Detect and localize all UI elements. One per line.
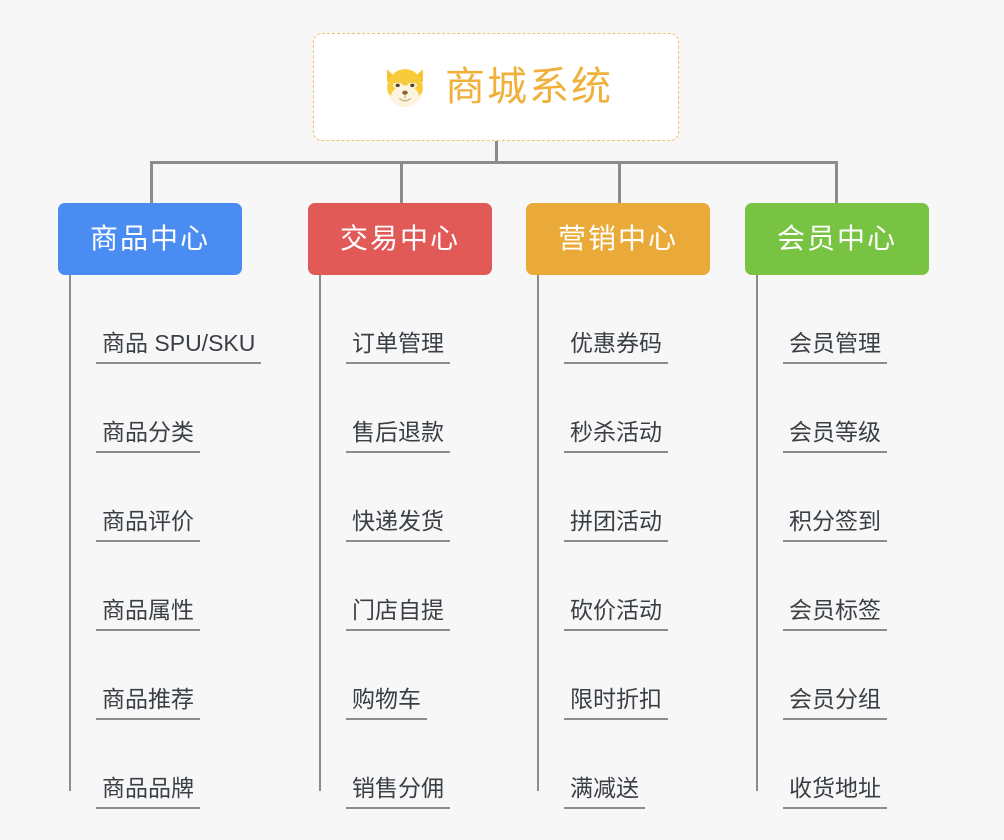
leaf-list: 订单管理售后退款快递发货门店自提购物车销售分佣 (308, 275, 492, 809)
category-box[interactable]: 会员中心 (745, 203, 929, 275)
leaf-list: 会员管理会员等级积分签到会员标签会员分组收货地址 (745, 275, 929, 809)
leaf-item-label: 商品分类 (96, 419, 200, 453)
leaf-item-label: 秒杀活动 (564, 419, 668, 453)
category-box[interactable]: 营销中心 (526, 203, 710, 275)
leaf-item[interactable]: 优惠券码 (538, 275, 710, 364)
category-label: 会员中心 (776, 223, 897, 254)
leaf-item[interactable]: 售后退款 (320, 364, 492, 453)
leaf-rail (537, 275, 539, 791)
leaf-item-label: 快递发货 (346, 508, 450, 542)
root-node[interactable]: 商城系统 (313, 33, 679, 141)
branch-column: 营销中心优惠券码秒杀活动拼团活动砍价活动限时折扣满减送 (526, 203, 710, 809)
leaf-list: 商品 SPU/SKU 商品分类商品评价商品属性商品推荐商品品牌 (58, 275, 262, 809)
leaf-item-label: 砍价活动 (564, 597, 668, 631)
leaf-item[interactable]: 商品属性 (70, 542, 261, 631)
category-box[interactable]: 交易中心 (308, 203, 492, 275)
connector-drop-3 (618, 161, 621, 206)
leaf-item[interactable]: 拼团活动 (538, 453, 710, 542)
branch-column: 会员中心会员管理会员等级积分签到会员标签会员分组收货地址 (745, 203, 929, 809)
leaf-item-label: 售后退款 (346, 419, 450, 453)
leaf-item-label: 会员标签 (783, 597, 887, 631)
leaf-item-label: 会员分组 (783, 686, 887, 720)
leaf-item-label: 销售分佣 (346, 775, 450, 809)
leaf-item-label: 会员管理 (783, 330, 887, 364)
leaf-item[interactable]: 快递发货 (320, 453, 492, 542)
leaf-item[interactable]: 门店自提 (320, 542, 492, 631)
leaf-item-label: 商品品牌 (96, 775, 200, 809)
category-label: 商品中心 (89, 223, 210, 254)
leaf-rail (756, 275, 758, 791)
category-label: 交易中心 (339, 223, 460, 254)
dog-face-icon (387, 69, 423, 108)
category-label: 营销中心 (557, 223, 678, 254)
category-box[interactable]: 商品中心 (58, 203, 242, 275)
leaf-item[interactable]: 积分签到 (757, 453, 929, 542)
leaf-list: 优惠券码秒杀活动拼团活动砍价活动限时折扣满减送 (526, 275, 710, 809)
leaf-item[interactable]: 商品评价 (70, 453, 261, 542)
leaf-item[interactable]: 订单管理 (320, 275, 492, 364)
leaf-rail (319, 275, 321, 791)
leaf-item-label: 商品推荐 (96, 686, 200, 720)
leaf-item[interactable]: 商品 SPU/SKU (70, 275, 262, 364)
root-title: 商城系统 (445, 65, 613, 109)
leaf-item-label: 会员等级 (783, 419, 887, 453)
connector-drop-4 (835, 161, 838, 206)
leaf-item[interactable]: 会员标签 (757, 542, 929, 631)
leaf-item-label: 门店自提 (346, 597, 450, 631)
leaf-item-label: 商品属性 (96, 597, 200, 631)
leaf-item[interactable]: 商品推荐 (70, 631, 261, 720)
leaf-rail (69, 275, 71, 791)
leaf-item[interactable]: 商品品牌 (70, 720, 261, 809)
leaf-item[interactable]: 满减送 (538, 720, 710, 809)
leaf-item-label: 满减送 (564, 775, 645, 809)
leaf-item-label: 拼团活动 (564, 508, 668, 542)
connector-drop-1 (150, 161, 153, 206)
leaf-item-label: 订单管理 (346, 330, 450, 364)
connector-horizontal-bus (150, 161, 838, 164)
leaf-item[interactable]: 会员等级 (757, 364, 929, 453)
leaf-item[interactable]: 会员管理 (757, 275, 929, 364)
leaf-item[interactable]: 购物车 (320, 631, 492, 720)
leaf-item[interactable]: 商品分类 (70, 364, 261, 453)
leaf-item[interactable]: 会员分组 (757, 631, 929, 720)
leaf-item[interactable]: 秒杀活动 (538, 364, 710, 453)
leaf-item-label: 商品评价 (96, 508, 200, 542)
leaf-item[interactable]: 限时折扣 (538, 631, 710, 720)
leaf-item[interactable]: 销售分佣 (320, 720, 492, 809)
leaf-item-label: 购物车 (346, 686, 427, 720)
branch-column: 交易中心订单管理售后退款快递发货门店自提购物车销售分佣 (308, 203, 492, 809)
connector-drop-2 (400, 161, 403, 206)
leaf-item[interactable]: 砍价活动 (538, 542, 710, 631)
leaf-item-label: 优惠券码 (564, 330, 668, 364)
leaf-item-label: 积分签到 (783, 508, 887, 542)
leaf-item-label: 限时折扣 (564, 686, 668, 720)
branch-column: 商品中心商品 SPU/SKU 商品分类商品评价商品属性商品推荐商品品牌 (58, 203, 262, 809)
leaf-item-label: 收货地址 (783, 775, 887, 809)
connector-root-stem (495, 141, 498, 163)
leaf-item[interactable]: 收货地址 (757, 720, 929, 809)
leaf-item-label: 商品 SPU/SKU (96, 330, 262, 364)
